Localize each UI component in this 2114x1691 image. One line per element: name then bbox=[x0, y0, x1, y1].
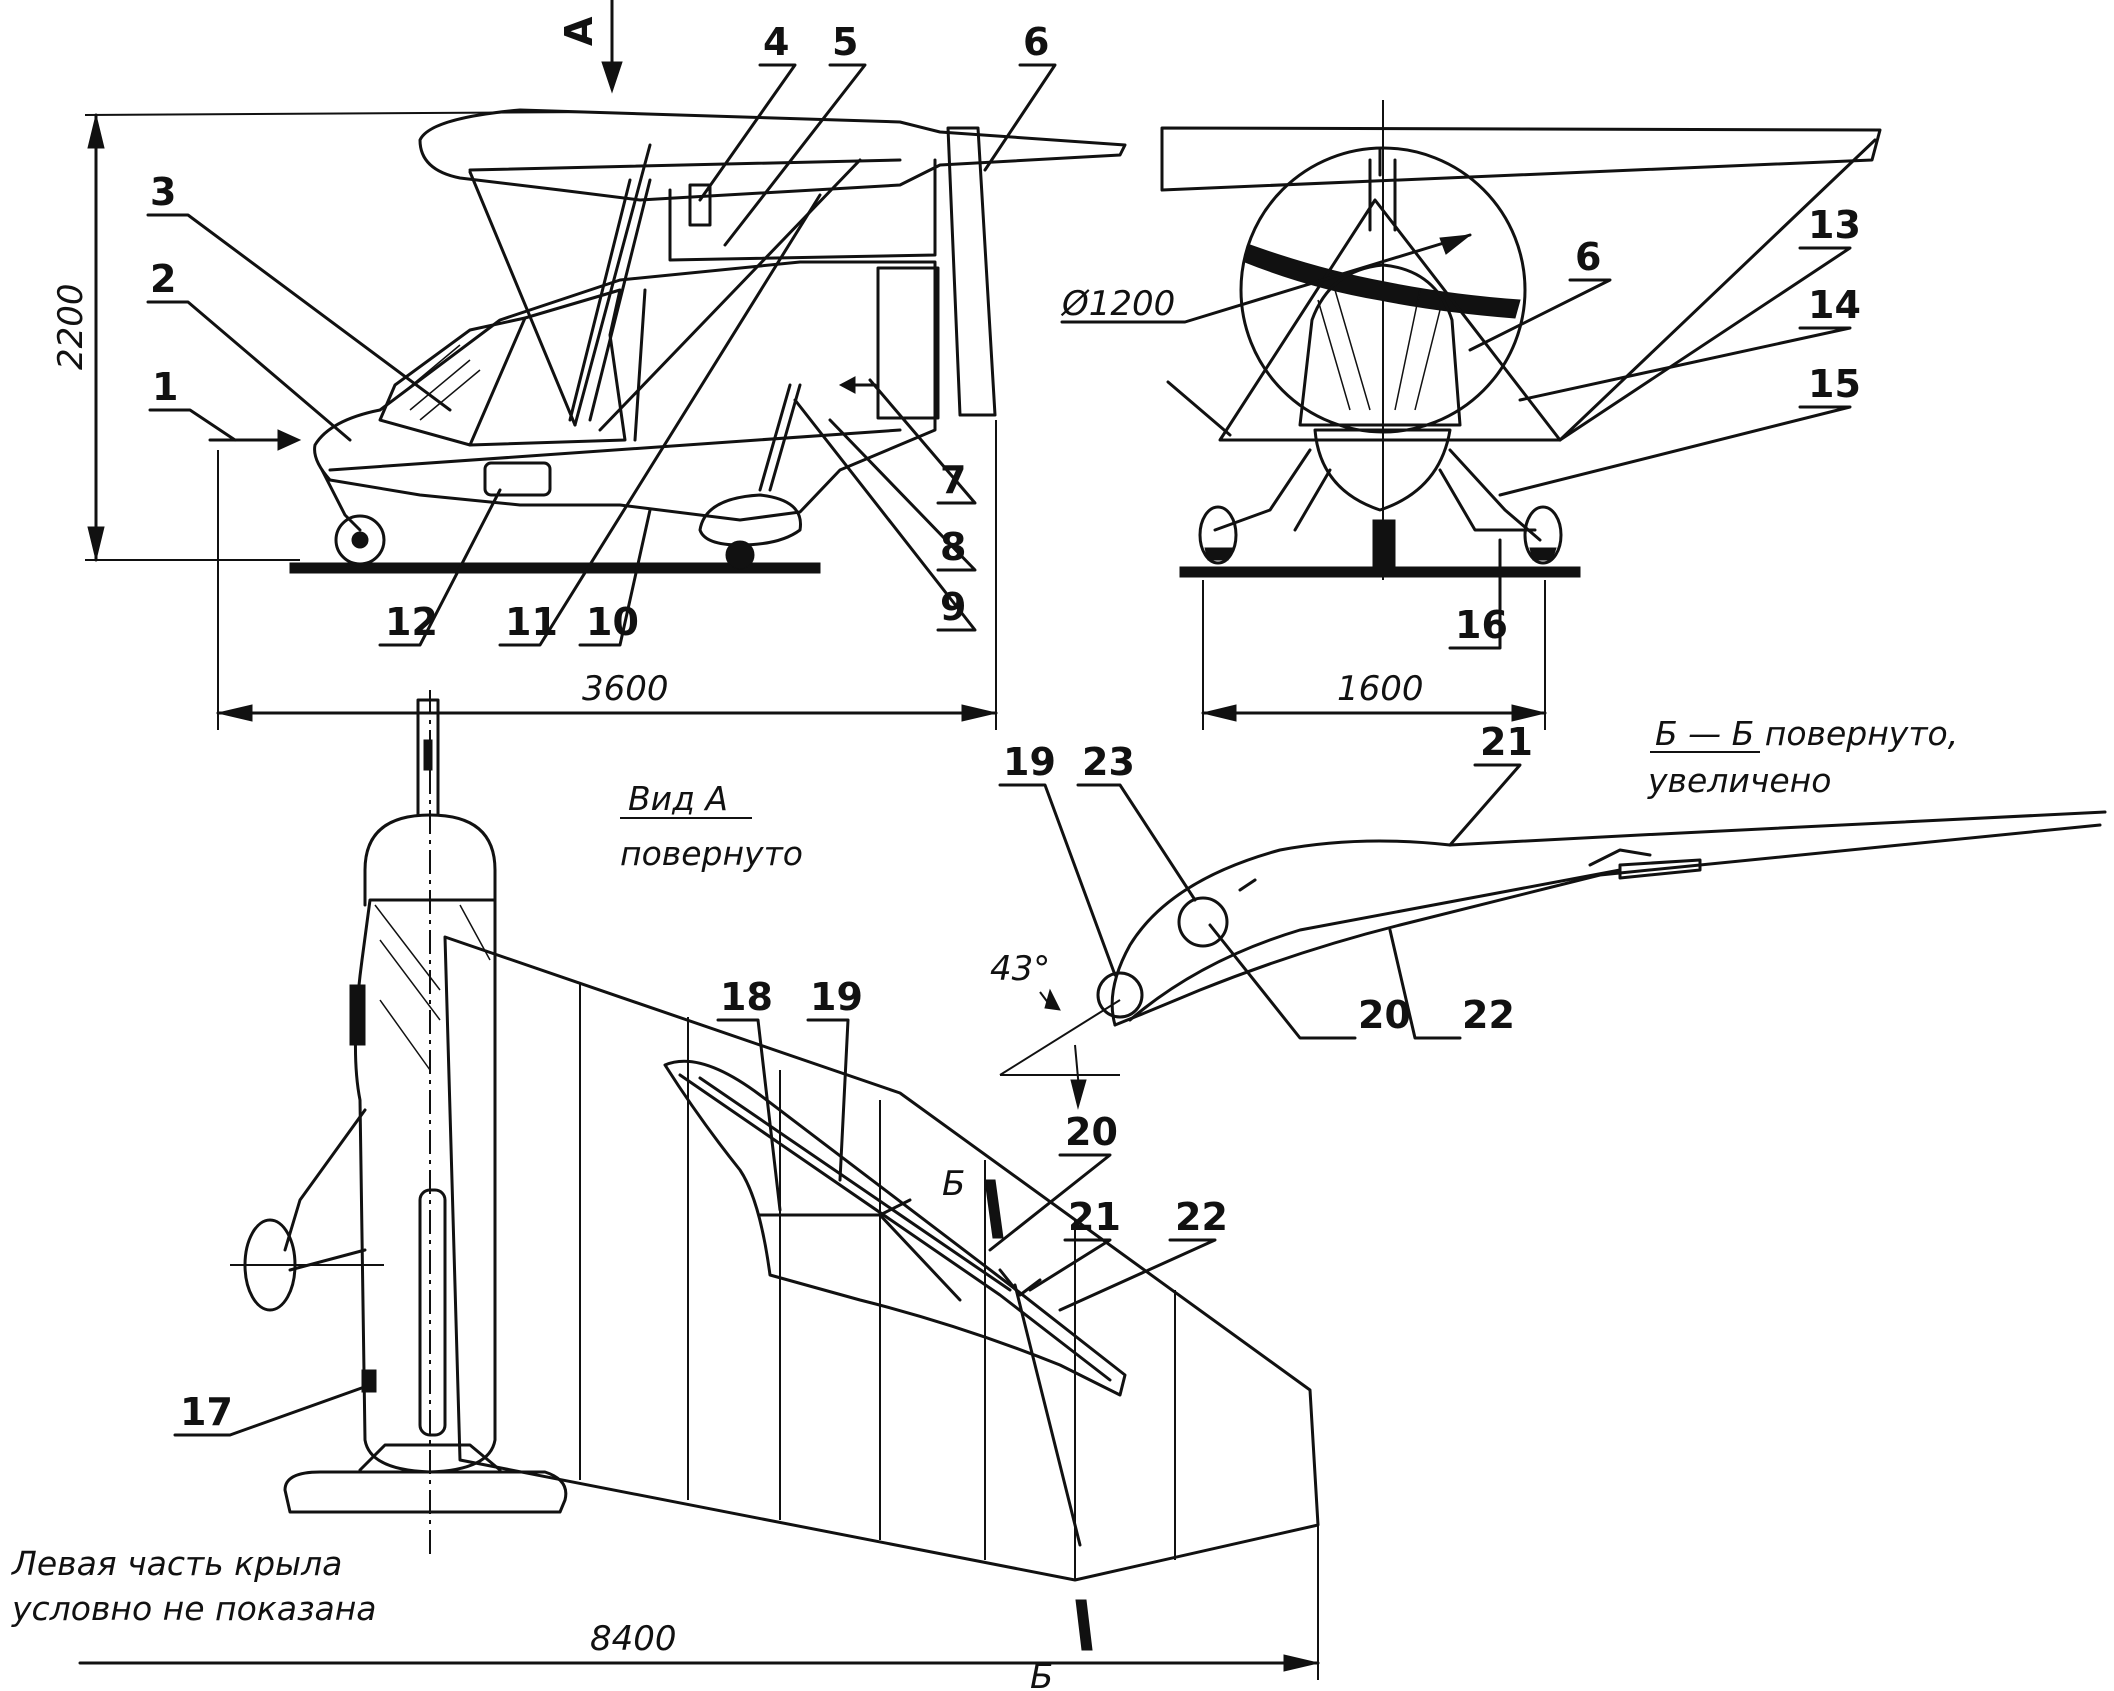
side-wing bbox=[418, 108, 1127, 202]
caption-note-line2: условно не показана bbox=[11, 1589, 377, 1628]
callout-21-section: 21 bbox=[1480, 720, 1533, 764]
caption-section-enlarged: увеличено bbox=[1647, 761, 1831, 800]
top-cutaway bbox=[663, 1059, 1127, 1397]
callout-2: 2 bbox=[150, 257, 176, 301]
callout-20-top: 20 bbox=[1065, 1110, 1118, 1154]
front-callouts: 6 13 14 15 16 bbox=[1448, 138, 1877, 650]
callout-6: 6 bbox=[1023, 20, 1049, 64]
callout-6-front: 6 bbox=[1575, 235, 1601, 279]
callout-3: 3 bbox=[150, 170, 176, 214]
section-mark-bottom: Б bbox=[1030, 1657, 1053, 1691]
section-callouts: 19 23 21 20 22 bbox=[998, 720, 1533, 1040]
callout-23: 23 bbox=[1082, 740, 1135, 784]
section-mark-top: Б bbox=[942, 1164, 965, 1204]
side-nose-gear bbox=[320, 468, 362, 532]
callout-12: 12 bbox=[385, 600, 438, 644]
front-view: 1600 Ø1200 bbox=[1060, 100, 1882, 730]
side-nose-wheel bbox=[334, 514, 386, 566]
callout-20-section: 20 bbox=[1358, 993, 1411, 1037]
callout-18: 18 bbox=[720, 975, 773, 1019]
side-canopy bbox=[378, 316, 527, 447]
callout-22-section: 22 bbox=[1462, 993, 1515, 1037]
callout-19-section: 19 bbox=[1003, 740, 1056, 784]
side-main-fairing bbox=[698, 493, 802, 547]
callout-19-top: 19 bbox=[810, 975, 863, 1019]
dim-prop-diameter: Ø1200 bbox=[1060, 284, 1175, 324]
top-wing bbox=[443, 935, 1320, 1582]
caption-section: Б — Б повернуто, bbox=[1655, 714, 1958, 753]
front-wheel-right bbox=[1523, 505, 1563, 565]
callout-5: 5 bbox=[832, 20, 858, 64]
side-door-handle bbox=[483, 461, 552, 497]
dim-angle: 43° bbox=[990, 949, 1050, 989]
callout-21-top: 21 bbox=[1068, 1195, 1121, 1239]
captions: Вид А повернуто Б — Б повернуто, увеличе… bbox=[11, 714, 1958, 1628]
dim-track: 1600 bbox=[1337, 669, 1424, 709]
front-nose-wheel bbox=[1372, 519, 1396, 569]
callout-13: 13 bbox=[1808, 203, 1861, 247]
callout-1: 1 bbox=[152, 365, 178, 409]
top-view: Б Б 8400 bbox=[78, 690, 1320, 1691]
callout-22-top: 22 bbox=[1175, 1195, 1228, 1239]
callout-11: 11 bbox=[505, 600, 558, 644]
section-spar-front bbox=[1096, 971, 1144, 1019]
front-wing bbox=[1160, 126, 1882, 192]
caption-view-a-rotated: повернуто bbox=[620, 834, 803, 873]
side-wing-strut bbox=[468, 170, 577, 427]
front-wheel-left bbox=[1198, 505, 1238, 565]
view-a-letter: А bbox=[557, 16, 601, 46]
dim-span: 8400 bbox=[590, 1619, 677, 1659]
side-callouts: 1 2 3 4 5 6 7 8 9 10 11 12 bbox=[146, 20, 1057, 647]
dim-length: 3600 bbox=[582, 669, 669, 709]
top-callouts: 17 18 19 20 21 22 bbox=[173, 975, 1228, 1437]
section-airfoil bbox=[1110, 810, 2107, 1027]
side-view: А 2200 3600 bbox=[51, 0, 1127, 730]
front-aframe bbox=[1218, 198, 1562, 442]
side-fin bbox=[946, 126, 997, 417]
side-fuselage bbox=[313, 260, 937, 522]
callout-14: 14 bbox=[1808, 283, 1861, 327]
section-view: 43° bbox=[990, 810, 2107, 1110]
section-spar-rear bbox=[1177, 896, 1229, 948]
callout-10: 10 bbox=[586, 600, 639, 644]
callout-17: 17 bbox=[180, 1390, 233, 1434]
callout-4: 4 bbox=[763, 20, 789, 64]
top-ski bbox=[283, 1470, 568, 1514]
caption-view-a: Вид А bbox=[628, 779, 728, 818]
side-ground bbox=[289, 562, 821, 574]
dim-height: 2200 bbox=[51, 283, 91, 370]
callout-15: 15 bbox=[1808, 362, 1861, 406]
caption-note-line1: Левая часть крыла bbox=[11, 1544, 342, 1583]
